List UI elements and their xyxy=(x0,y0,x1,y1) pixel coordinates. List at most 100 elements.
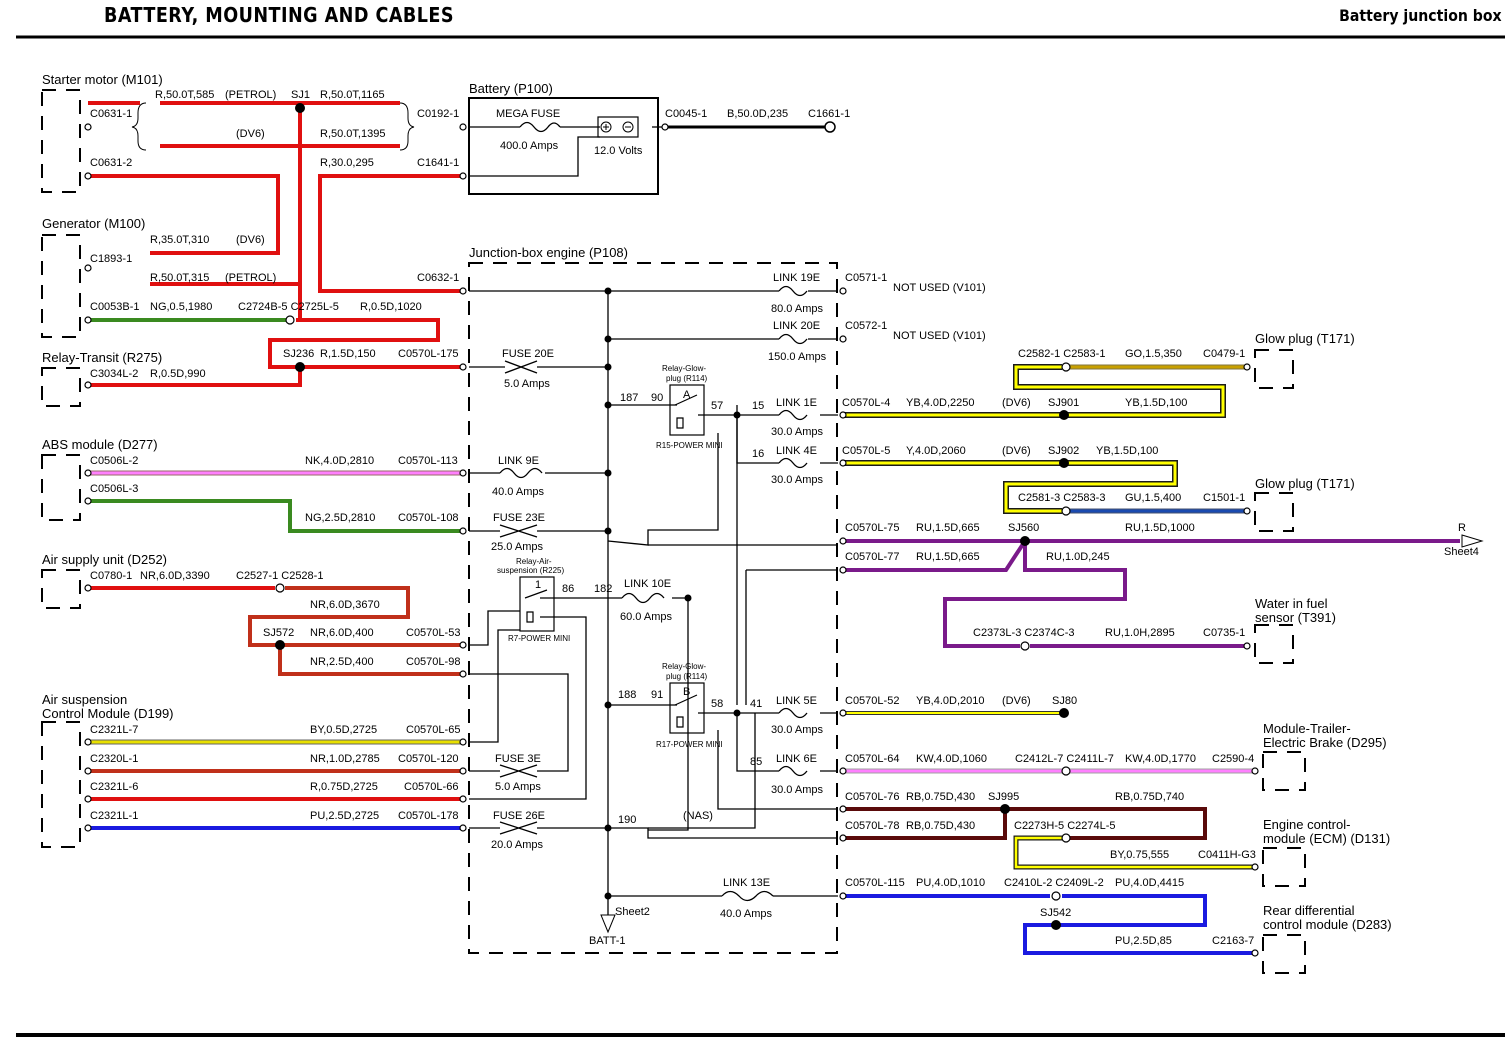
trailer-outline xyxy=(1262,751,1306,791)
link-6e-symbol xyxy=(778,765,808,777)
conn-c2527: C2527-1 C2528-1 xyxy=(236,570,323,582)
sheet2-arrow xyxy=(600,914,616,934)
wire-starter-gen-dv6 xyxy=(88,174,280,255)
splice-sj902: SJ902 xyxy=(1048,445,1079,457)
fuse-labels: MEGA FUSE 400.0 Amps 12.0 Volts FUSE 20E… xyxy=(491,108,827,920)
note-batt1: BATT-1 xyxy=(589,935,625,947)
label-jbox: Junction-box engine (P108) xyxy=(469,245,628,260)
page-subtitle: Battery junction box xyxy=(1339,6,1502,25)
rl-glow-a-letter: A xyxy=(683,389,691,401)
link-1e-symbol xyxy=(778,409,808,421)
fl-l4e-a: 30.0 Amps xyxy=(771,474,823,486)
wl-rb430b: RB,0.75D,430 xyxy=(906,820,975,832)
link-5e-symbol xyxy=(778,707,808,719)
wl-rb740: RB,0.75D,740 xyxy=(1115,791,1184,803)
wire-ru-77 xyxy=(843,539,1027,572)
wl-b235: B,50.0D,235 xyxy=(727,108,788,120)
wl-r315: R,50.0T,315 xyxy=(150,272,209,284)
wl-kw1770: KW,4.0D,1770 xyxy=(1125,753,1196,765)
fl-l13e-a: 40.0 Amps xyxy=(720,908,772,920)
splice-sj995: SJ995 xyxy=(988,791,1019,803)
fl-f23e: FUSE 23E xyxy=(493,512,545,524)
rl-glow-b-letter: B xyxy=(683,686,690,698)
fuse-26e-symbol xyxy=(499,821,538,835)
wl-r2725: R,0.75D,2725 xyxy=(310,781,378,793)
conn-c2581: C2581-3 C2583-3 xyxy=(1018,492,1105,504)
pin-15: 15 xyxy=(752,400,764,412)
splice-dots xyxy=(275,103,1069,930)
wire-yb-loop1 xyxy=(843,365,1225,417)
wl-ru245: RU,1.0D,245 xyxy=(1046,551,1110,563)
fl-f23e-a: 25.0 Amps xyxy=(491,541,543,553)
fl-l4e: LINK 4E xyxy=(776,445,817,457)
wire-kw-pink-edge xyxy=(843,768,1255,774)
label-water-2: sensor (T391) xyxy=(1255,610,1336,625)
glow2-outline xyxy=(1254,492,1294,532)
splice-sj901: SJ901 xyxy=(1048,397,1079,409)
conn-c1661-1: C1661-1 xyxy=(808,108,850,120)
conn-c0780-1: C0780-1 xyxy=(90,570,132,582)
wl-yb2250: YB,4.0D,2250 xyxy=(906,397,975,409)
pin-86: 86 xyxy=(562,583,574,595)
wire-layer xyxy=(88,101,1460,955)
note-not-used-2: NOT USED (V101) xyxy=(893,330,986,342)
conn-c1641-1: C1641-1 xyxy=(417,157,459,169)
conn-c2321l-6: C2321L-6 xyxy=(90,781,138,793)
wire-abs-pink-edge xyxy=(88,470,463,476)
wl-gu400: GU,1.5,400 xyxy=(1125,492,1181,504)
wire-pu-4415 xyxy=(1023,894,1255,955)
fl-l5e-a: 30.0 Amps xyxy=(771,724,823,736)
conn-c2410: C2410L-2 C2409L-2 xyxy=(1004,877,1104,889)
conn-c0053b-1: C0053B-1 xyxy=(90,301,140,313)
link-13e-symbol xyxy=(721,890,774,902)
label-air-supply: Air supply unit (D252) xyxy=(42,552,167,567)
conn-c2724b: C2724B-5 C2725L-5 xyxy=(238,301,339,313)
conn-c0631-1: C0631-1 xyxy=(90,108,132,120)
label-glow1: Glow plug (T171) xyxy=(1255,331,1355,346)
link-4e-symbol xyxy=(778,457,808,469)
conn-c0570l-76: C0570L-76 xyxy=(845,791,899,803)
fl-l10e-a: 60.0 Amps xyxy=(620,611,672,623)
wire-relay-transit xyxy=(88,367,302,387)
conn-c2163-7: C2163-7 xyxy=(1212,935,1254,947)
wl-nk2810: NK,4.0D,2810 xyxy=(305,455,374,467)
wire-nr-98 xyxy=(278,645,463,676)
pin-182: 182 xyxy=(594,583,612,595)
wl-pu85: PU,2.5D,85 xyxy=(1115,935,1172,947)
wl-yb2010: YB,4.0D,2010 xyxy=(916,695,985,707)
conn-c0479-1: C0479-1 xyxy=(1203,348,1245,360)
component-outlines xyxy=(41,89,1306,974)
wl-nas: (NAS) xyxy=(683,810,713,822)
pin-91: 91 xyxy=(651,689,663,701)
abs-outline xyxy=(41,454,81,521)
rl-glow-a-2: plug (R114) xyxy=(666,374,708,383)
fl-f20e-a: 5.0 Amps xyxy=(504,378,550,390)
rl-air-2: suspension (R225) xyxy=(497,566,564,575)
conn-c2373: C2373L-3 C2374C-3 xyxy=(973,627,1075,639)
wl-r295: R,30.0,295 xyxy=(320,157,374,169)
conn-c0506l-3: C0506L-3 xyxy=(90,483,138,495)
rl-air-1: Relay-Air- xyxy=(516,557,552,566)
conn-c2320l-1: C2320L-1 xyxy=(90,753,138,765)
wire-glow2-blue-edge xyxy=(1070,508,1247,514)
wl-ru2895: RU,1.0H,2895 xyxy=(1105,627,1175,639)
brace-left xyxy=(131,102,147,151)
starter-outline xyxy=(41,89,81,193)
splice-labels: SJ1 SJ236 SJ572 SJ901 SJ902 SJ560 SJ80 S… xyxy=(263,89,1079,919)
link-10e-symbol xyxy=(621,592,665,604)
link-20e-symbol xyxy=(778,333,808,345)
rl-glow-b-2: plug (R114) xyxy=(666,672,708,681)
conn-c0411h: C0411H-G3 xyxy=(1198,849,1256,861)
splice-sj1: SJ1 xyxy=(291,89,310,101)
wire-by-yellow-edge xyxy=(88,739,463,745)
pin-16: 16 xyxy=(752,448,764,460)
wl-r585: R,50.0T,585 xyxy=(155,89,214,101)
rl-glow-b-1: Relay-Glow- xyxy=(662,662,706,671)
junction-box-wiring xyxy=(469,126,838,915)
brace-right xyxy=(399,102,415,151)
pin-85: 85 xyxy=(750,756,762,768)
conn-c0570l-66: C0570L-66 xyxy=(404,781,458,793)
fl-mega: MEGA FUSE xyxy=(496,108,560,120)
wl-dv6-1: (DV6) xyxy=(236,128,265,140)
label-trailer-2: Electric Brake (D295) xyxy=(1263,735,1387,750)
